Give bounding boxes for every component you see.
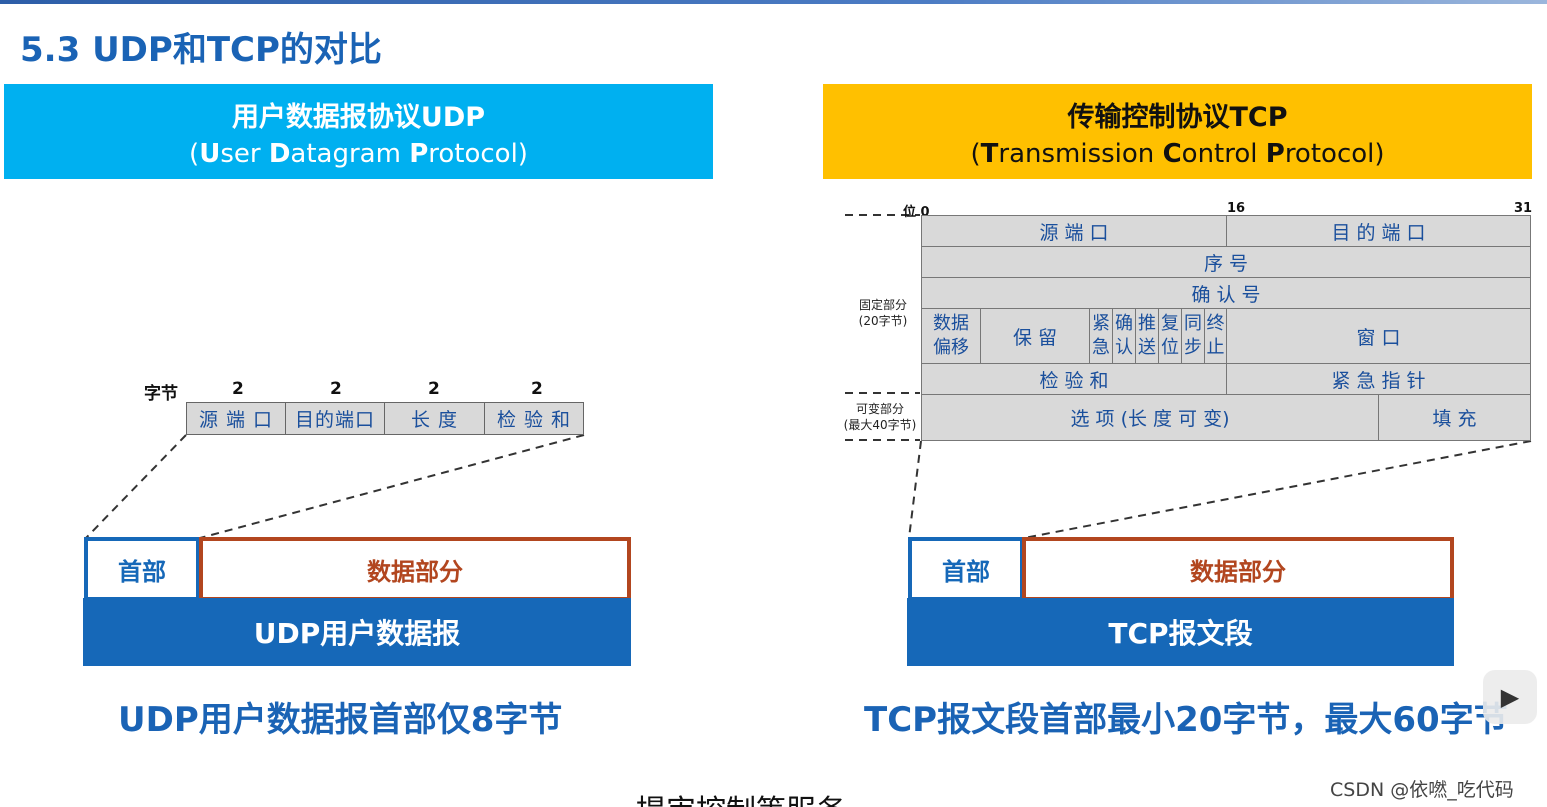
udp-banner: 用户数据报协议UDP (User Datagram Protocol) <box>4 84 713 179</box>
tcp-caption: TCP报文段首部最小20字节，最大60字节 <box>864 700 1508 740</box>
udp-banner-subtitle: (User Datagram Protocol) <box>189 139 528 169</box>
tcp-segment-bar: TCP报文段 <box>907 598 1454 666</box>
tcp-flag-syn: 同步 <box>1181 308 1205 364</box>
udp-field-checksum: 检 验 和 <box>484 402 584 435</box>
udp-header-box: 首部 <box>84 537 200 601</box>
udp-field-dst-port: 目的端口 <box>285 402 385 435</box>
page-title: 5.3 UDP和TCP的对比 <box>20 30 382 70</box>
tcp-banner-subtitle: (Transmission Control Protocol) <box>970 139 1385 169</box>
tcp-banner-title: 传输控制协议TCP <box>1067 102 1288 133</box>
play-icon[interactable]: ▶ <box>1483 670 1537 724</box>
tcp-flag-ack: 确认 <box>1112 308 1136 364</box>
udp-connector-left <box>85 434 187 539</box>
tcp-flag-rst: 复位 <box>1158 308 1182 364</box>
tcp-connector-right <box>1023 440 1532 539</box>
tcp-flag-urg: 紧急 <box>1089 308 1113 364</box>
udp-bytes-label: 字节 <box>144 384 178 404</box>
udp-datagram-bar: UDP用户数据报 <box>83 598 631 666</box>
tcp-seq-number: 序 号 <box>921 246 1531 278</box>
video-subtitle: 提审控制等服务 <box>636 786 846 807</box>
tcp-data-box: 数据部分 <box>1022 537 1454 601</box>
tcp-dst-port: 目 的 端 口 <box>1226 215 1531 247</box>
udp-size-src: 2 <box>232 379 244 399</box>
udp-field-length: 长 度 <box>384 402 485 435</box>
tcp-reserved: 保 留 <box>980 308 1090 364</box>
tcp-flag-fin: 终止 <box>1204 308 1227 364</box>
udp-size-chk: 2 <box>531 379 543 399</box>
tcp-window: 窗 口 <box>1226 308 1531 364</box>
tcp-bit-31: 31 <box>1514 201 1533 216</box>
udp-connector-right <box>199 434 585 539</box>
udp-size-dst: 2 <box>330 379 342 399</box>
udp-banner-title: 用户数据报协议UDP <box>231 102 486 133</box>
udp-size-len: 2 <box>428 379 440 399</box>
udp-caption: UDP用户数据报首部仅8字节 <box>118 700 563 740</box>
tcp-variable-part-label: 可变部分(最大40字节) <box>843 402 917 432</box>
tcp-checksum: 检 验 和 <box>921 363 1227 395</box>
tcp-padding: 填 充 <box>1378 394 1531 441</box>
tcp-header-box: 首部 <box>908 537 1024 601</box>
tcp-flag-psh: 推送 <box>1135 308 1159 364</box>
udp-field-src-port: 源 端 口 <box>186 402 286 435</box>
tcp-options: 选 项 (长 度 可 变) <box>921 394 1379 441</box>
tcp-urgent-pointer: 紧 急 指 针 <box>1226 363 1531 395</box>
tcp-connector-left <box>908 440 922 539</box>
tcp-src-port: 源 端 口 <box>921 215 1227 247</box>
udp-data-box: 数据部分 <box>199 537 631 601</box>
tcp-data-offset: 数据偏移 <box>921 308 981 364</box>
tcp-bit-16: 16 <box>1227 201 1246 216</box>
top-decoration-bar <box>0 0 1547 4</box>
tcp-ack-number: 确 认 号 <box>921 277 1531 309</box>
tcp-banner: 传输控制协议TCP (Transmission Control Protocol… <box>823 84 1532 179</box>
watermark: CSDN @依嘫_吃代码 <box>1330 779 1514 801</box>
tcp-fixed-part-label: 固定部分(20字节) <box>858 298 908 328</box>
